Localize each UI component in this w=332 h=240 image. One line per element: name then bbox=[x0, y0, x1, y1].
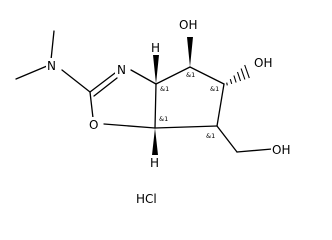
bond-o-c6a bbox=[103, 123, 156, 129]
atom-h-bottom: H bbox=[150, 156, 159, 170]
bond-c4-c5 bbox=[189, 66, 225, 85]
bond-ch2-oh bbox=[236, 148, 273, 153]
wedge-c4-oh bbox=[187, 37, 193, 67]
atom-oh-right: OH bbox=[254, 56, 272, 70]
stereo-label-c6a: &1 bbox=[159, 115, 168, 123]
bond-c2-o bbox=[89, 91, 94, 119]
bond-c5-c6 bbox=[216, 83, 225, 127]
bond-c3a-c6a bbox=[154, 83, 157, 129]
atom-n-dimethyl: N bbox=[47, 59, 56, 73]
stereo-label-c3a: &1 bbox=[160, 85, 169, 93]
atom-o-ring: O bbox=[89, 118, 98, 132]
stereo-labels: &1 &1 &1 &1 &1 bbox=[159, 71, 219, 140]
molecule-drawing: N N O OH OH OH H H &1 &1 &1 &1 &1 HCl bbox=[15, 17, 297, 206]
wedge-c3a-h bbox=[153, 55, 159, 84]
bond-c2-n-double-a bbox=[89, 72, 116, 93]
stereo-bonds bbox=[152, 37, 250, 155]
bond-c6-c6a bbox=[154, 125, 218, 129]
atom-h-top: H bbox=[151, 41, 160, 55]
bond-n-methyl-up bbox=[50, 30, 55, 61]
structure-diagram: N N O OH OH OH H H &1 &1 &1 &1 &1 HCl bbox=[15, 17, 297, 206]
atom-oh-ch2: OH bbox=[272, 143, 290, 157]
bond-n-methyl-left bbox=[15, 65, 48, 80]
bond-n-c2 bbox=[61, 69, 91, 93]
atom-oh-top: OH bbox=[179, 18, 197, 32]
bond-c3a-c4 bbox=[155, 66, 191, 85]
atom-n-ring: N bbox=[117, 63, 126, 77]
stereo-label-c6: &1 bbox=[206, 132, 215, 140]
stereo-label-c5: &1 bbox=[210, 85, 219, 93]
wedge-c6a-h bbox=[152, 128, 158, 155]
stereo-label-c4: &1 bbox=[186, 71, 195, 79]
bonds bbox=[15, 30, 273, 153]
salt-label: HCl bbox=[136, 192, 157, 206]
bond-c6-ch2 bbox=[216, 125, 238, 153]
bond-n-c3a bbox=[130, 69, 157, 85]
hash-c5-oh bbox=[226, 64, 250, 86]
atom-labels: N N O OH OH OH H H bbox=[46, 17, 297, 170]
bond-c2-n-double-b bbox=[93, 77, 118, 97]
